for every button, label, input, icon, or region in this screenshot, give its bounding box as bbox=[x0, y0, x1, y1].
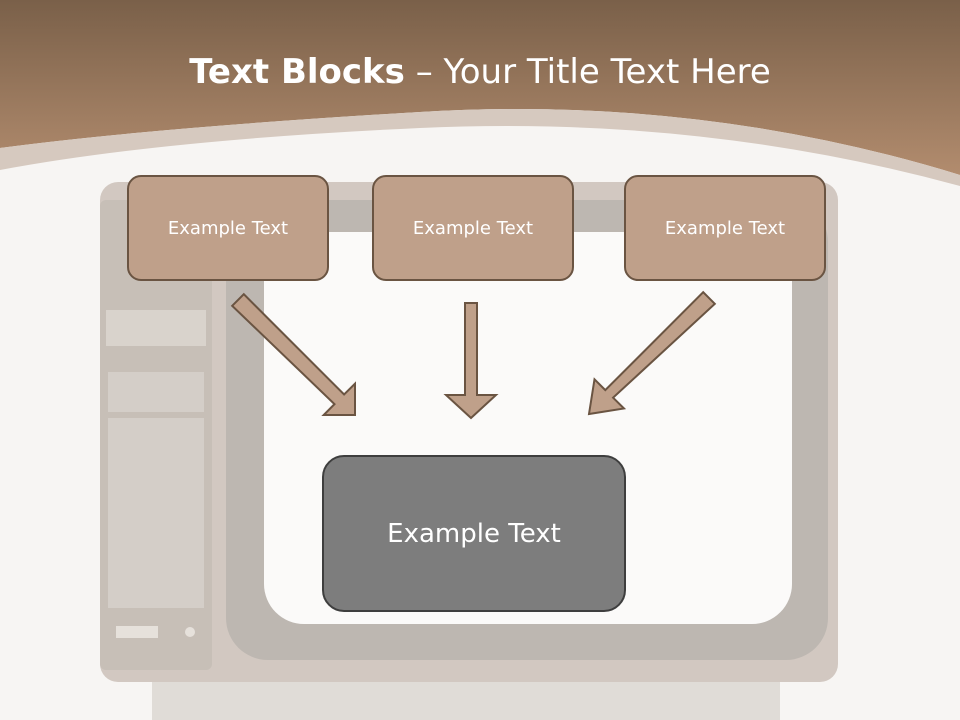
arrow-right-diagonal bbox=[587, 290, 717, 416]
arrow-left-diagonal bbox=[230, 292, 356, 416]
title-bold: Text Blocks bbox=[189, 52, 405, 92]
page-title: Text Blocks – Your Title Text Here bbox=[0, 52, 960, 92]
tv-speaker-bottom bbox=[108, 418, 204, 608]
tv-control-plate bbox=[106, 310, 206, 346]
header-band bbox=[0, 0, 960, 175]
text-block-top-right[interactable]: Example Text bbox=[624, 175, 826, 281]
arrows bbox=[230, 290, 717, 420]
header-swoosh bbox=[0, 109, 960, 186]
text-block-main[interactable]: Example Text bbox=[322, 455, 626, 612]
arrow-down bbox=[443, 302, 499, 420]
title-rest: – Your Title Text Here bbox=[404, 52, 771, 92]
tv-stand bbox=[152, 682, 780, 720]
tv-speaker-top bbox=[108, 372, 204, 412]
text-block-top-center[interactable]: Example Text bbox=[372, 175, 574, 281]
tv-badge bbox=[116, 626, 158, 638]
tv-knob bbox=[185, 627, 195, 637]
text-block-top-left[interactable]: Example Text bbox=[127, 175, 329, 281]
